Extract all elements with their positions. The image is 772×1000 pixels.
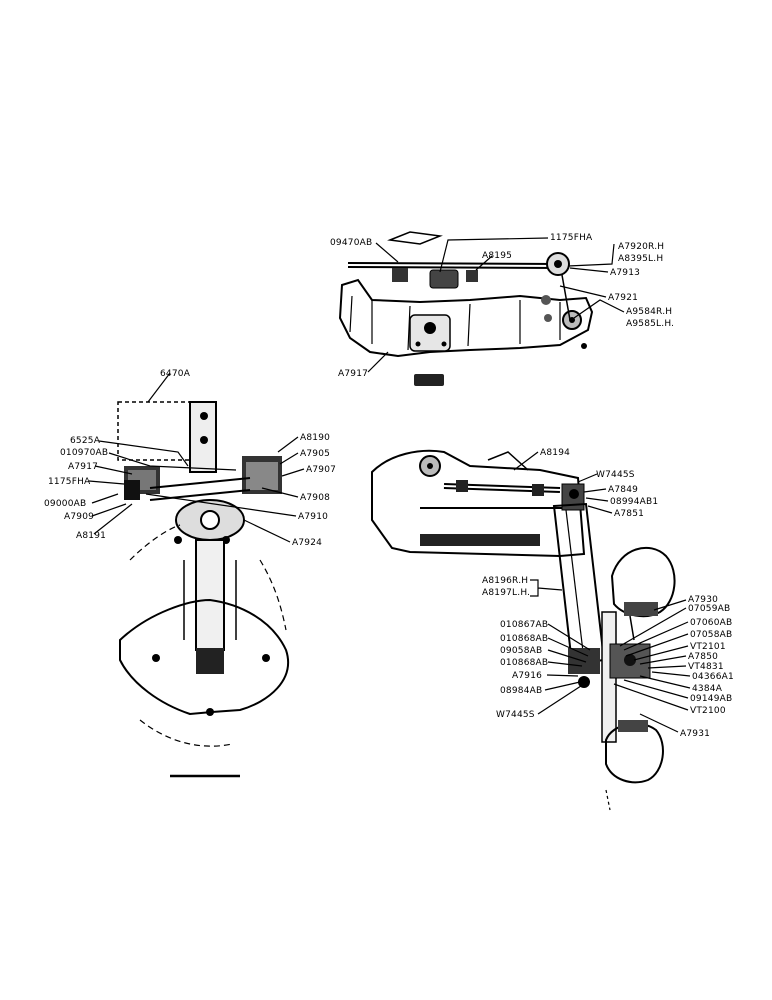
part-label-A7917-top: A7917 (338, 369, 368, 379)
part-label-A7920RH: A7920R.H (618, 242, 664, 252)
part-label-A9584RH: A9584R.H (626, 307, 672, 317)
part-label-6525A: 6525A (70, 436, 101, 446)
part-label-04366A1: 04366A1 (692, 672, 734, 682)
part-label-A8196RH: A8196R.H (482, 576, 528, 586)
part-label-010970AB: 010970AB (60, 448, 108, 458)
part-label-1175FHA-mid: 1175FHA (48, 477, 91, 487)
part-label-W7445S-bot: W7445S (496, 710, 535, 720)
part-label-A7916: A7916 (512, 671, 542, 681)
part-label-A8395LH: A8395L.H (618, 254, 663, 264)
part-label-09470AB: 09470AB (330, 238, 372, 248)
part-label-VT4831: VT4831 (688, 662, 724, 672)
part-label-4384A: 4384A (692, 684, 723, 694)
part-label-A8191: A8191 (76, 531, 106, 541)
part-label-A8197LH: A8197L.H. (482, 588, 530, 598)
part-label-W7445S-top: W7445S (596, 470, 635, 480)
part-label-A7851: A7851 (614, 509, 644, 519)
part-label-09000AB: 09000AB (44, 499, 86, 509)
part-label-A7910: A7910 (298, 512, 328, 522)
part-label-A7931: A7931 (680, 729, 710, 739)
top-assembly-drawing (338, 231, 594, 386)
part-label-A7850: A7850 (688, 652, 718, 662)
part-label-A7924: A7924 (292, 538, 322, 548)
part-label-07058AB: 07058AB (690, 630, 732, 640)
part-label-07060AB: 07060AB (690, 618, 732, 628)
part-label-A7921: A7921 (608, 293, 638, 303)
part-label-A8195: A8195 (482, 251, 512, 261)
leader-lines (88, 237, 691, 733)
part-label-07059AB: 07059AB (688, 604, 730, 614)
part-label-A7908: A7908 (300, 493, 330, 503)
part-label-08984AB: 08984AB (500, 686, 542, 696)
part-labels: 09470AB 1175FHA A7920R.H A8395L.H A8195 … (44, 233, 734, 739)
part-label-09058AB: 09058AB (500, 646, 542, 656)
part-label-A7849: A7849 (608, 485, 638, 495)
left-assembly-drawing (117, 401, 289, 778)
part-label-VT2101: VT2101 (690, 642, 726, 652)
part-label-010868AB-a: 010868AB (500, 634, 548, 644)
part-label-A7913: A7913 (610, 268, 640, 278)
part-label-A8194: A8194 (540, 448, 570, 458)
part-label-A7930: A7930 (688, 595, 718, 605)
part-label-010867AB: 010867AB (500, 620, 548, 630)
part-label-A7909: A7909 (64, 512, 94, 522)
part-label-A7907: A7907 (306, 465, 336, 475)
part-label-VT2100: VT2100 (690, 706, 726, 716)
part-label-A7905: A7905 (300, 449, 330, 459)
part-label-1175FHA-top: 1175FHA (550, 233, 593, 243)
part-label-09149AB: 09149AB (690, 694, 732, 704)
part-label-6470A: 6470A (160, 369, 191, 379)
part-label-A8190: A8190 (300, 433, 330, 443)
part-label-08994AB1: 08994AB1 (610, 497, 658, 507)
part-label-A7917-mid: A7917 (68, 462, 98, 472)
part-label-010868AB-b: 010868AB (500, 658, 548, 668)
part-label-A9585LH: A9585L.H. (626, 319, 674, 329)
